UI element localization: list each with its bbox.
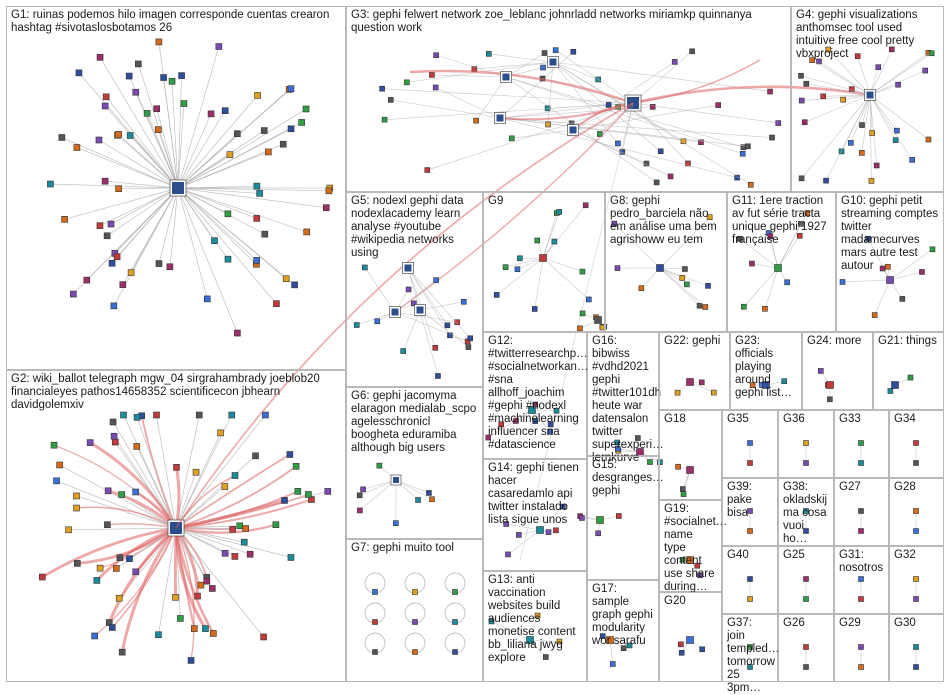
group-panel-g11: G11: 1ere traction av fut série tracta u… [727, 192, 836, 332]
group-panel-g27: G27 [834, 478, 889, 546]
group-label-g4: G4: gephi visualizations anthomsec tool … [796, 9, 939, 61]
group-panel-g5: G5: nodexl gephi data nodexlacademy lear… [346, 192, 483, 387]
group-panel-g36: G36 [778, 410, 834, 478]
group-label-g14: G14: gephi tienen hacer casaredamlo api … [488, 462, 582, 527]
group-label-g13: G13: anti vaccination websites build aud… [488, 574, 582, 665]
group-panel-g24: G24: more [802, 332, 873, 410]
group-label-g2: G2: wiki_ballot telegraph mgw_04 sirgrah… [11, 373, 341, 412]
group-label-g39: G39: pake bisa [727, 481, 773, 520]
group-label-g34: G34 [894, 413, 939, 426]
group-label-g15: G15: desgranges… gephi [592, 459, 654, 498]
group-panel-g34: G34 [889, 410, 944, 478]
group-label-g25: G25 [783, 549, 829, 562]
group-panel-g19: G19: #socialnet… name type content use s… [659, 500, 722, 592]
group-panel-g10: G10: gephi petit streaming comptes twitt… [836, 192, 944, 332]
group-label-g33: G33 [839, 413, 884, 426]
group-label-g32: G32 [894, 549, 939, 562]
group-panel-g16: G16: bibwiss #vdhd2021 gephi #twitter101… [587, 332, 659, 456]
group-label-g38: G38: okladskij ma cosa vuoi ho… [783, 481, 829, 546]
group-label-g1: G1: ruinas podemos hilo imagen correspon… [11, 9, 341, 35]
group-label-g12: G12: #twitterresearchp… #socialnetworkan… [488, 335, 582, 452]
group-panel-g17: G17: sample graph gephi modularity wor s… [587, 580, 659, 682]
group-panel-g4: G4: gephi visualizations anthomsec tool … [791, 6, 944, 192]
group-label-g29: G29 [839, 617, 884, 630]
group-panel-g18: G18 [659, 410, 722, 500]
group-panel-g15: G15: desgranges… gephi [587, 456, 659, 580]
group-label-g10: G10: gephi petit streaming comptes twitt… [841, 195, 939, 273]
group-label-g19: G19: #socialnet… name type content use s… [664, 503, 717, 594]
group-panel-g30: G30 [889, 614, 944, 682]
group-label-g9: G9 [488, 195, 600, 208]
group-label-g27: G27 [839, 481, 884, 494]
group-label-g21: G21: things [878, 335, 939, 348]
group-label-g23: G23: officials playing around gephi list… [735, 335, 797, 400]
group-panel-g35: G35 [722, 410, 778, 478]
group-label-g37: G37: join templed… tomorrow 25 3pm… [727, 617, 773, 695]
group-label-g28: G28 [894, 481, 939, 494]
group-label-g7: G7: gephi muito tool [351, 542, 478, 555]
group-label-g22: G22: gephi [664, 335, 725, 348]
group-panel-g40: G40 [722, 546, 778, 614]
group-panel-g6: G6: gephi jacomyma elaragon medialab_scp… [346, 387, 483, 539]
group-panel-g25: G25 [778, 546, 834, 614]
group-label-g40: G40 [727, 549, 773, 562]
group-panel-g1: G1: ruinas podemos hilo imagen correspon… [6, 6, 346, 370]
group-panel-g39: G39: pake bisa [722, 478, 778, 546]
group-panel-g33: G33 [834, 410, 889, 478]
group-panel-g38: G38: okladskij ma cosa vuoi ho… [778, 478, 834, 546]
group-panel-g28: G28 [889, 478, 944, 546]
group-label-g31: G31: nosotros [839, 549, 884, 575]
group-panel-g7: G7: gephi muito tool [346, 539, 483, 682]
group-label-g17: G17: sample graph gephi modularity wor s… [592, 583, 654, 648]
group-panel-g20: G20 [659, 592, 722, 682]
group-panel-g9: G9 [483, 192, 605, 332]
group-label-g11: G11: 1ere traction av fut série tracta u… [732, 195, 831, 247]
group-panel-g22: G22: gephi [659, 332, 730, 410]
group-panel-g26: G26 [778, 614, 834, 682]
group-panel-g12: G12: #twitterresearchp… #socialnetworkan… [483, 332, 587, 459]
group-label-g36: G36 [783, 413, 829, 426]
group-label-g8: G8: gephi pedro_barciela não em análise … [610, 195, 722, 247]
group-label-g5: G5: nodexl gephi data nodexlacademy lear… [351, 195, 478, 260]
group-panel-g3: G3: gephi felwert network zoe_leblanc jo… [346, 6, 791, 192]
group-label-g16: G16: bibwiss #vdhd2021 gephi #twitter101… [592, 335, 654, 465]
group-panel-g23: G23: officials playing around gephi list… [730, 332, 802, 410]
group-panel-g37: G37: join templed… tomorrow 25 3pm… [722, 614, 778, 682]
group-label-g3: G3: gephi felwert network zoe_leblanc jo… [351, 9, 786, 35]
group-panel-g21: G21: things [873, 332, 944, 410]
group-panel-g31: G31: nosotros [834, 546, 889, 614]
group-label-g35: G35 [727, 413, 773, 426]
group-panel-g32: G32 [889, 546, 944, 614]
group-label-g6: G6: gephi jacomyma elaragon medialab_scp… [351, 390, 478, 455]
group-panel-g2: G2: wiki_ballot telegraph mgw_04 sirgrah… [6, 370, 346, 682]
group-panel-g8: G8: gephi pedro_barciela não em análise … [605, 192, 727, 332]
group-label-g26: G26 [783, 617, 829, 630]
group-label-g20: G20 [664, 595, 717, 608]
group-panel-g13: G13: anti vaccination websites build aud… [483, 571, 587, 682]
group-panel-g14: G14: gephi tienen hacer casaredamlo api … [483, 459, 587, 571]
group-label-g30: G30 [894, 617, 939, 630]
group-label-g18: G18 [664, 413, 717, 426]
group-panel-g29: G29 [834, 614, 889, 682]
group-label-g24: G24: more [807, 335, 868, 348]
